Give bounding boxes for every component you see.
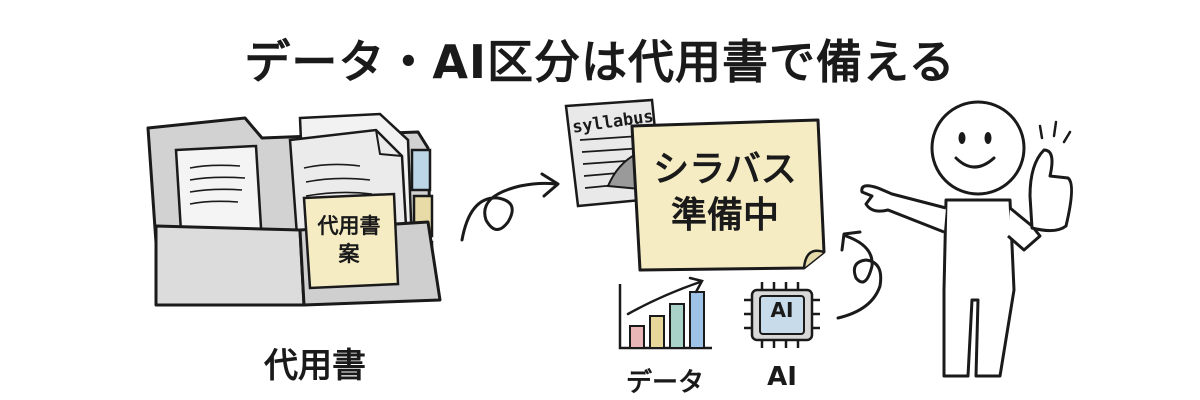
page-title: データ・AI区分は代用書で備える bbox=[244, 35, 956, 89]
arrow-icon bbox=[836, 230, 883, 320]
folder-note-line2: 案 bbox=[338, 242, 360, 266]
arrow-icon bbox=[460, 172, 560, 242]
bar-chart-icon bbox=[618, 276, 712, 350]
syllabus-note-line2: 準備中 bbox=[670, 195, 779, 236]
ai-chip-label: AI bbox=[770, 298, 794, 322]
data-label: データ bbox=[625, 368, 704, 398]
folder-note-line1: 代用書 bbox=[317, 214, 381, 238]
syllabus-sticky-note bbox=[630, 118, 826, 272]
person-thumbs-up-icon bbox=[860, 100, 1073, 378]
syllabus-note-line1: シラバス bbox=[653, 149, 797, 190]
folder-icon bbox=[146, 112, 442, 307]
folder-sticky-note bbox=[302, 192, 400, 290]
folder-note-text: 代用書 案 bbox=[308, 212, 390, 268]
ai-chip-icon bbox=[744, 282, 820, 348]
syllabus-note-text: シラバス 準備中 bbox=[636, 147, 814, 239]
folder-label: 代用書 bbox=[264, 346, 366, 386]
ai-label: AI bbox=[767, 362, 797, 392]
